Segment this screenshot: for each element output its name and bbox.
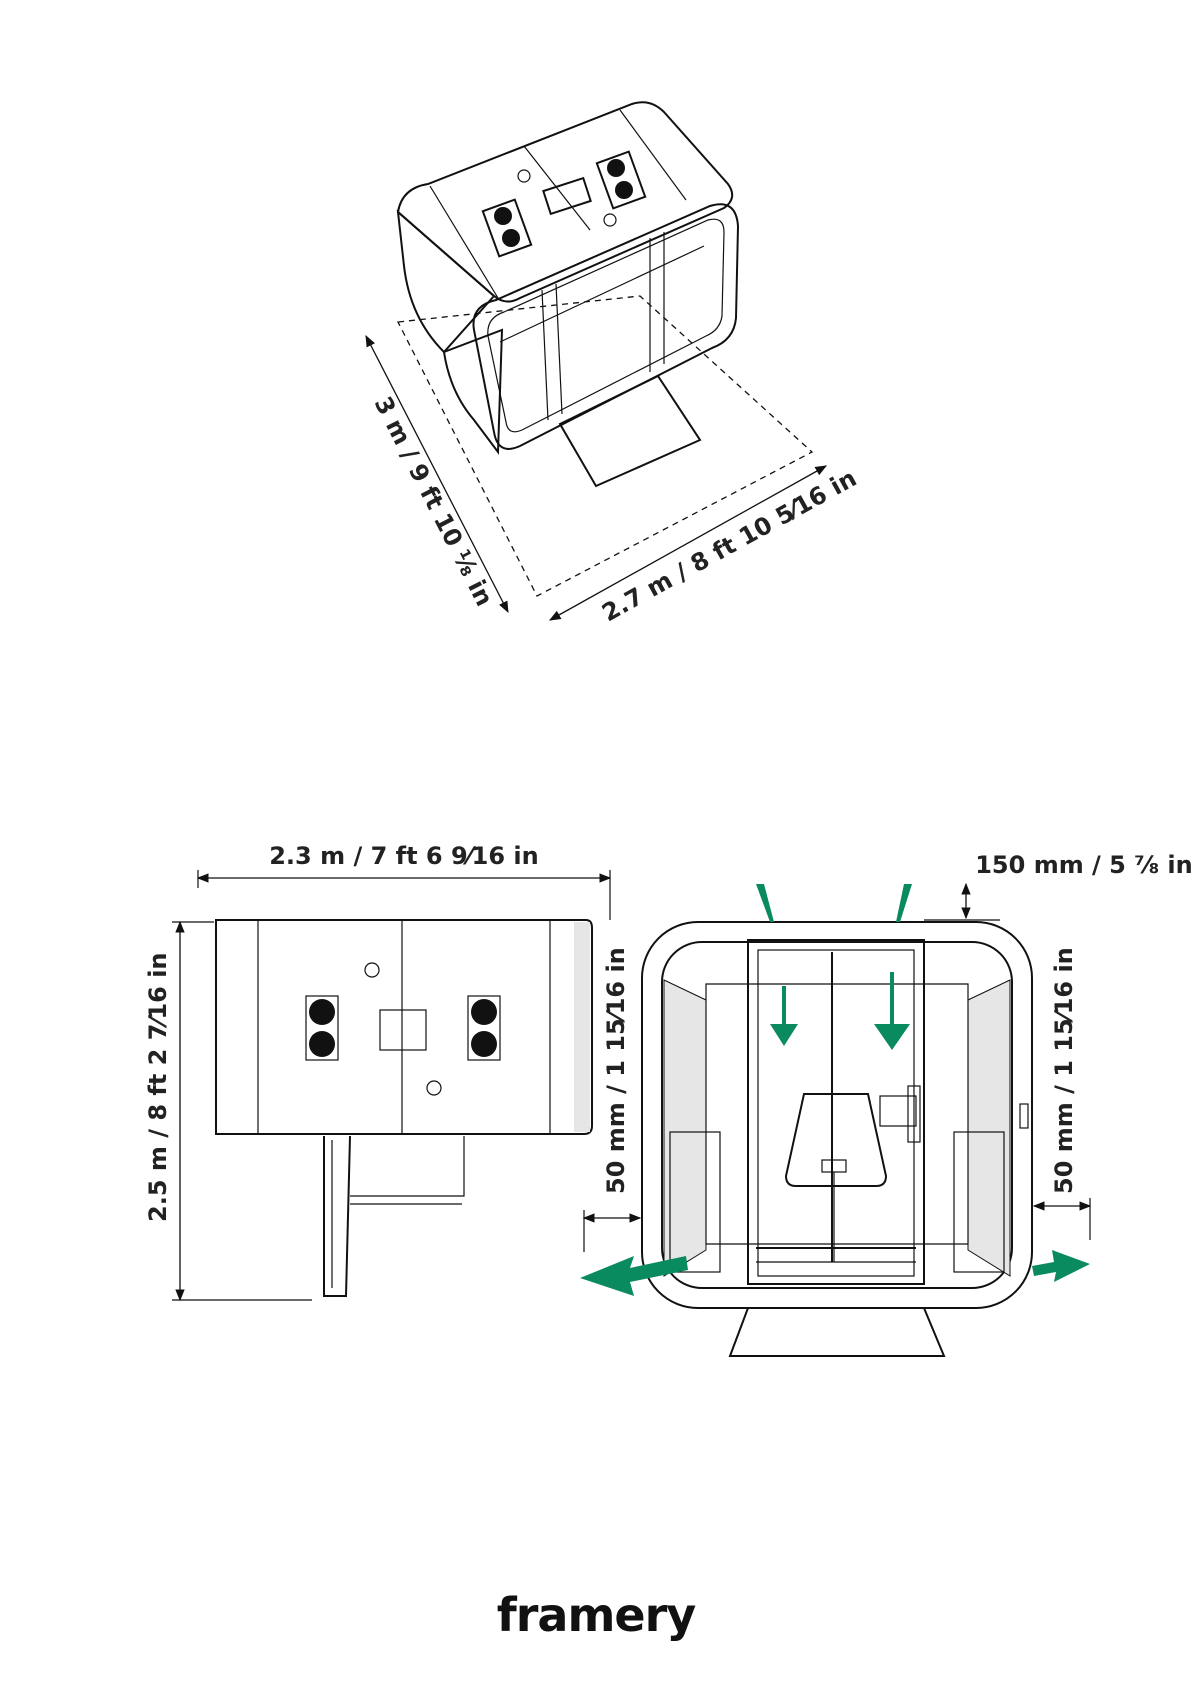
vent-right-icon — [468, 996, 500, 1060]
depth-dimension-line — [366, 336, 508, 612]
top-width-label: 2.3 m / 7 ft 6 9⁄16 in — [269, 842, 539, 870]
ramp-icon — [730, 1308, 944, 1356]
door-frame — [748, 940, 924, 1284]
airflow-arrows — [580, 884, 1090, 1296]
vent-left-icon — [306, 996, 338, 1060]
framery-logo: framery — [0, 1588, 1192, 1642]
pod-inner-shell — [662, 942, 1012, 1288]
footprint-depth-label: 3 m / 9 ft 10 ⅛ in — [369, 392, 499, 611]
left-clearance-label: 50 mm / 1 15⁄16 in — [602, 947, 630, 1194]
pod-isometric — [398, 102, 738, 486]
roof-outline — [216, 920, 592, 1134]
ceiling-clearance-label: 150 mm / 5 ⅞ in — [975, 851, 1192, 879]
width-dimension-line — [550, 466, 826, 620]
door-top-view — [324, 1136, 350, 1296]
roof-light-panel — [380, 1010, 426, 1050]
isometric-view: 3 m / 9 ft 10 ⅛ in 2.7 m / 8 ft 10 5⁄16 … — [366, 102, 861, 627]
front-view: 150 mm / 5 ⅞ in — [580, 851, 1192, 1356]
top-depth-label: 2.5 m / 8 ft 2 7⁄16 in — [144, 952, 172, 1222]
right-clearance-label: 50 mm / 1 15⁄16 in — [1050, 947, 1078, 1194]
top-view: 2.3 m / 7 ft 6 9⁄16 in 2.5 m / 8 ft 2 7⁄… — [144, 842, 610, 1300]
footprint-width-label: 2.7 m / 8 ft 10 5⁄16 in — [597, 464, 861, 627]
